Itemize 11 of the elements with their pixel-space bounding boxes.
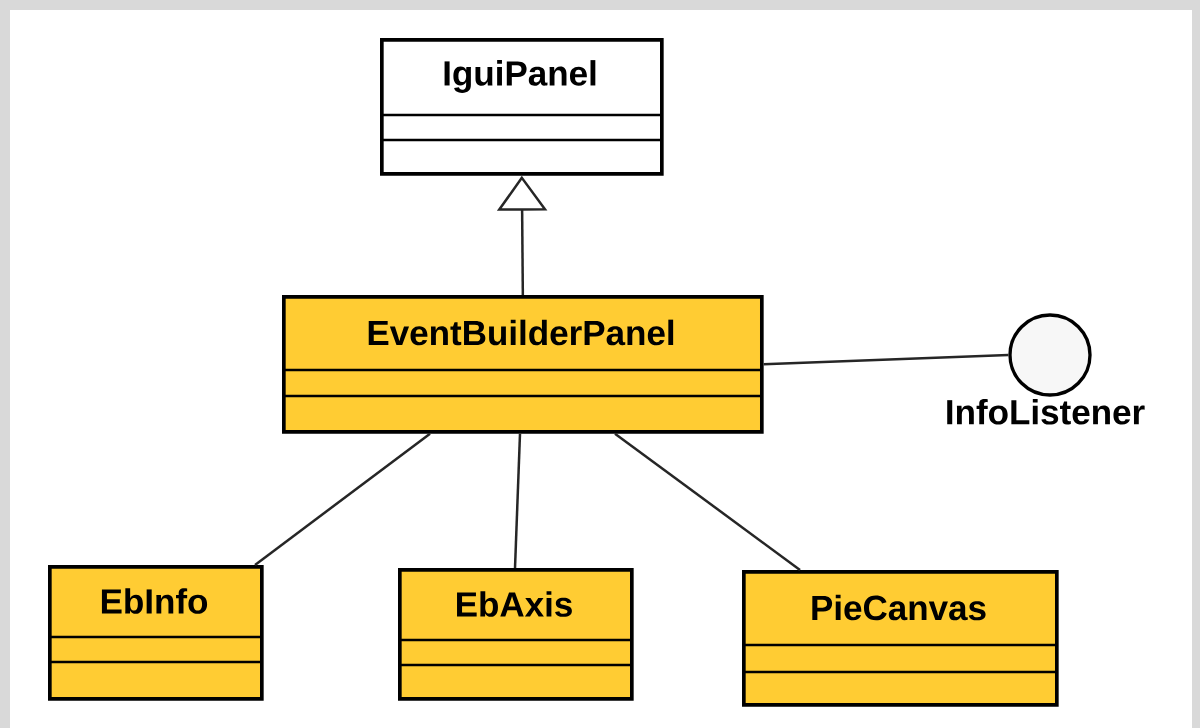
class-box: PieCanvas: [742, 570, 1059, 707]
class-box: EventBuilderPanel: [282, 295, 764, 434]
association-line: [614, 432, 801, 571]
association-line: [513, 433, 522, 569]
class-box: EbInfo: [48, 565, 264, 701]
association-line: [763, 353, 1009, 366]
class-box: IguiPanel: [380, 38, 664, 176]
interface-label: InfoListener: [947, 398, 1145, 425]
interface-circle: [1008, 313, 1092, 397]
association-line: [254, 432, 431, 566]
class-box: EbAxis: [398, 568, 634, 701]
